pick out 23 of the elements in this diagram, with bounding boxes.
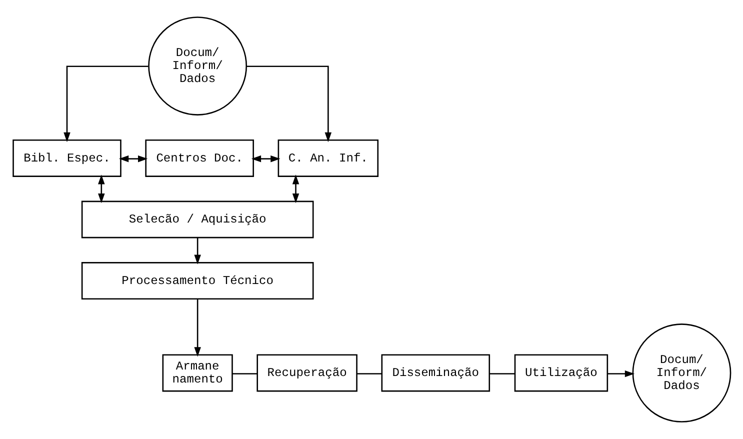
node-box: Processamento Técnico — [80, 262, 314, 300]
node-box: Selecão / Aquisição — [80, 200, 314, 238]
node-box: Utilização — [514, 354, 608, 392]
arrow — [292, 174, 299, 204]
connector — [356, 373, 382, 374]
arrow — [118, 155, 148, 162]
arrow — [63, 66, 148, 142]
arrow — [250, 155, 280, 162]
arrow — [194, 238, 200, 264]
node-box: Armane namento — [162, 354, 232, 392]
arrow — [606, 370, 634, 378]
node-box: Recuperação — [256, 354, 357, 392]
arrow — [194, 298, 200, 357]
node-circle: Docum/ Inform/ Dados — [148, 16, 247, 116]
node-circle: Docum/ Inform/ Dados — [632, 324, 731, 422]
connector — [489, 373, 514, 374]
node-box: Centros Doc. — [144, 140, 254, 177]
node-box: C. An. Inf. — [277, 140, 378, 177]
arrow — [246, 66, 332, 142]
node-box: Disseminação — [380, 354, 490, 392]
arrow — [98, 174, 104, 204]
node-box: Bibl. Espec. — [12, 140, 121, 177]
connector — [232, 373, 257, 374]
